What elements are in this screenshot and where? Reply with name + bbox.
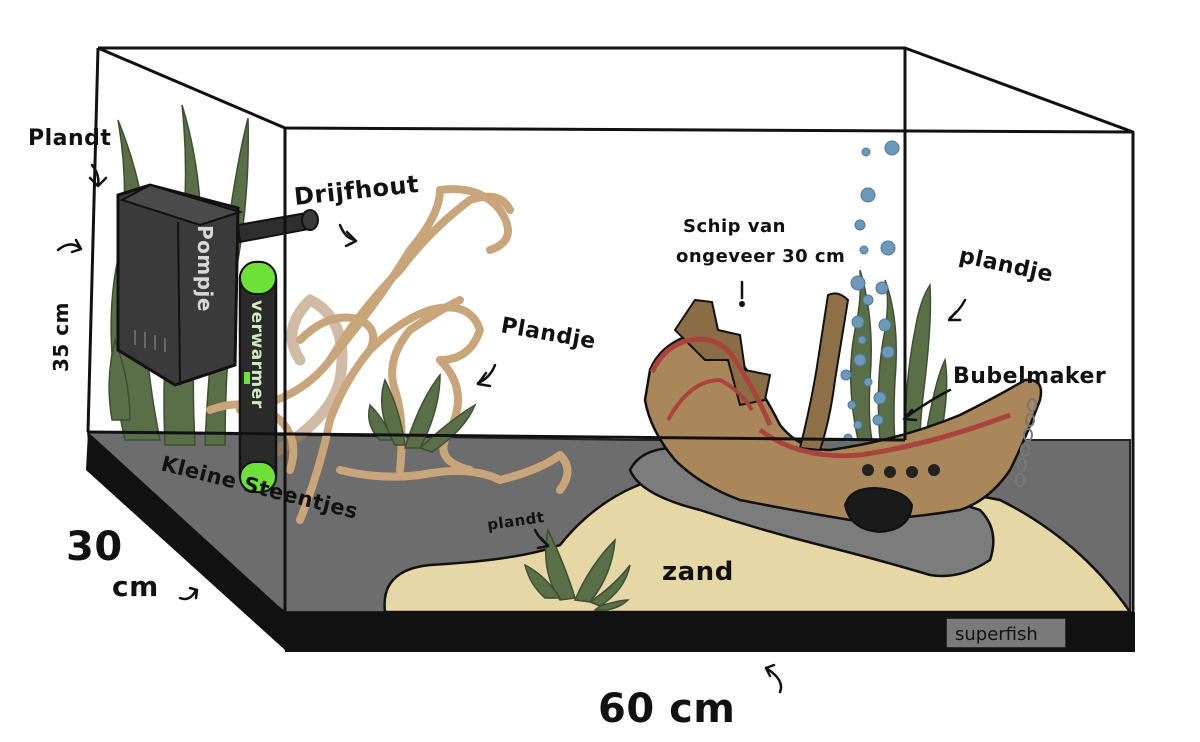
- plant-bottom: [523, 527, 631, 612]
- shipwreck: [643, 292, 1043, 534]
- bubbles-icon: [840, 140, 900, 443]
- label-ship-line2: ongeveer 30 cm: [676, 246, 845, 267]
- label-brand: superfish: [955, 624, 1038, 645]
- label-sand: zand: [662, 557, 734, 587]
- label-plant-mid: Plandje: [499, 313, 598, 354]
- plant-mid: [368, 372, 477, 453]
- label-heater: verwarmer: [247, 300, 267, 409]
- arrow-icon: [56, 163, 967, 694]
- label-ship-line1: Schip van: [683, 216, 786, 237]
- label-plant-topleft: Plandt: [28, 126, 111, 151]
- label-driftwood: Drijfhout: [293, 170, 421, 211]
- tank-glass: [86, 46, 1135, 612]
- driftwood: [206, 185, 572, 524]
- label-plant-right: plandje: [957, 243, 1056, 287]
- label-width: 60 cm: [598, 686, 735, 732]
- pump: [116, 183, 319, 387]
- label-height: 35 cm: [49, 302, 73, 372]
- label-depth-unit: cm: [112, 570, 159, 603]
- label-bubbler: Bubelmaker: [953, 364, 1106, 389]
- label-pump: Pompje: [193, 225, 217, 312]
- anchor-chain-icon: [1015, 398, 1037, 487]
- label-depth-num: 30: [66, 524, 123, 570]
- tank-base: [86, 432, 1135, 652]
